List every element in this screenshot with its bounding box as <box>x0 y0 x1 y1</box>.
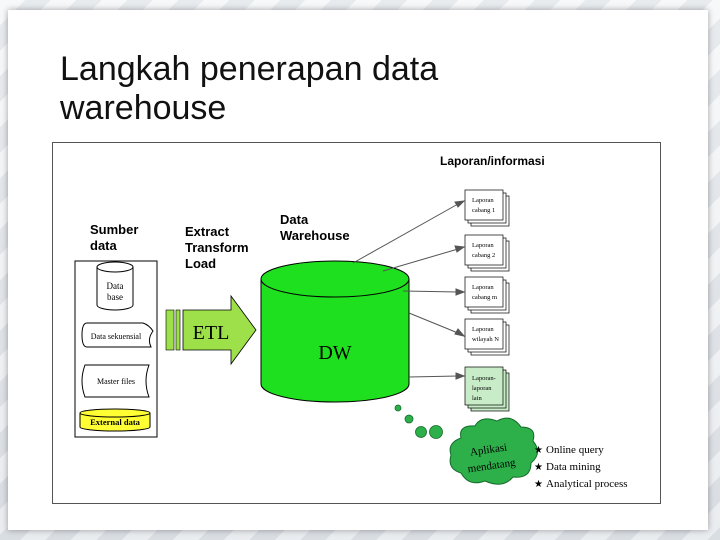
report-n-line2: wilayah N <box>472 336 499 343</box>
star-icon: ★ <box>534 445 543 456</box>
report-n-line1: Laporan <box>472 326 494 333</box>
report-2-line1: Laporan <box>472 242 494 249</box>
report-others-line2: laporan <box>472 385 492 392</box>
future-app-online-query: Online query <box>546 444 604 456</box>
report-doc-branch-2 <box>464 234 510 272</box>
future-app-analytical-process: Analytical process <box>546 478 628 490</box>
title-line-2: warehouse <box>60 89 227 127</box>
database-label-2: base <box>107 292 123 302</box>
dw-heading-1: Data <box>280 212 309 227</box>
future-apps-list: ★ Online query ★ Data mining ★ Analytica… <box>534 444 628 490</box>
data-warehouse-cylinder <box>260 260 410 403</box>
etl-arrow <box>165 294 257 366</box>
cloud-label-1: Aplikasi <box>469 441 508 458</box>
report-1-line1: Laporan <box>472 197 494 204</box>
report-doc-others <box>464 366 510 412</box>
report-doc-branch-m <box>464 276 510 314</box>
title-line-1: Langkah penerapan data <box>60 50 439 88</box>
report-others-line3: lain <box>472 395 482 402</box>
report-2-line2: cabang 2 <box>472 252 495 259</box>
star-icon: ★ <box>534 479 543 490</box>
sequential-data-icon <box>81 322 154 348</box>
master-files-label: Master files <box>97 377 135 386</box>
etl-heading-extract: Extract <box>185 224 230 239</box>
external-data-label: External data <box>90 417 141 427</box>
external-data-icon <box>79 408 151 432</box>
dw-heading-2: Warehouse <box>280 228 350 243</box>
sources-heading-2: data <box>90 238 118 253</box>
etl-heading-transform: Transform <box>185 240 249 255</box>
database-label-1: Data <box>107 281 124 291</box>
etl-heading-load: Load <box>185 256 216 271</box>
etl-label: ETL <box>193 322 230 344</box>
etl-diagram: Sumber data Data base Data sekuensial Ma… <box>52 142 661 504</box>
star-icon: ★ <box>534 462 543 473</box>
sources-heading-1: Sumber <box>90 222 138 237</box>
reports-heading: Laporan/informasi <box>440 154 545 168</box>
report-m-line1: Laporan <box>472 284 494 291</box>
sequential-data-label: Data sekuensial <box>91 332 142 341</box>
dw-label: DW <box>318 342 351 364</box>
report-doc-region-n <box>464 318 510 356</box>
master-files-icon <box>81 364 150 398</box>
future-app-data-mining: Data mining <box>546 461 601 473</box>
slide-title: Langkah penerapan data warehouse <box>60 50 580 128</box>
report-1-line2: cabang 1 <box>472 207 495 214</box>
future-apps-cloud <box>449 417 538 485</box>
report-others-line1: Laporan- <box>472 375 496 382</box>
database-icon <box>96 261 134 311</box>
report-doc-branch-1 <box>464 189 510 227</box>
report-arrows <box>352 200 466 380</box>
thought-bubbles <box>394 404 443 439</box>
report-m-line2: cabang m <box>472 294 497 301</box>
